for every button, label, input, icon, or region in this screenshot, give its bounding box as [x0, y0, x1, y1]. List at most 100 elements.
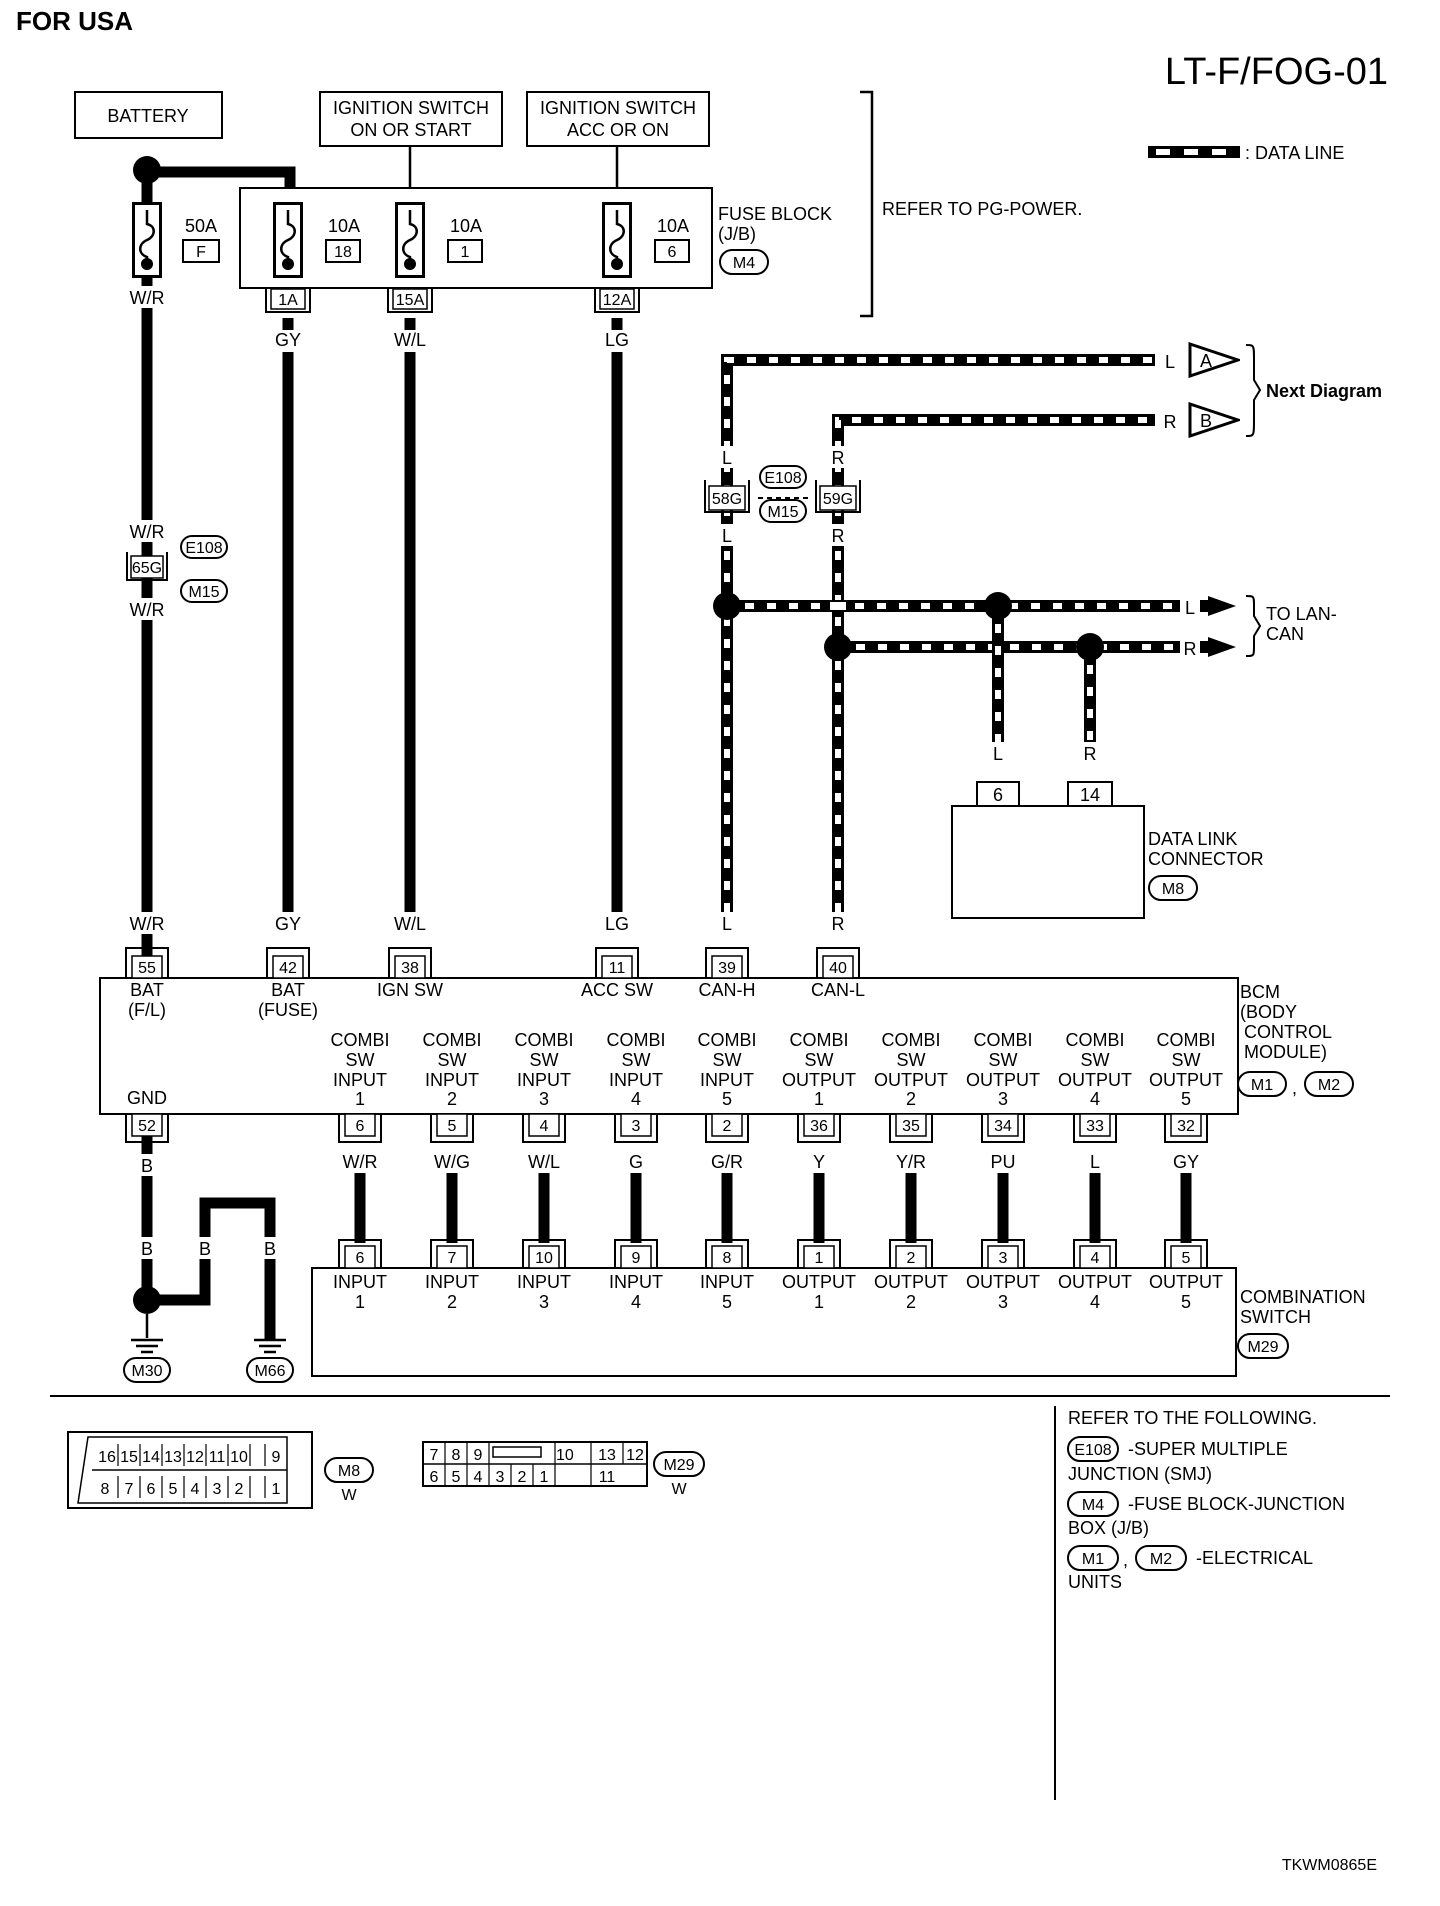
bcm-bat-fl-1: BAT: [130, 980, 164, 1000]
bcm-combi-9-b: SW: [1081, 1050, 1110, 1070]
wire-gy-2: GY: [275, 914, 301, 934]
m29-pin-4: 4: [474, 1469, 483, 1486]
fuse-1-amp: 10A: [450, 216, 482, 236]
can-data-lines: [721, 354, 1190, 930]
m8-pin-13: 13: [164, 1449, 182, 1466]
bcm-combi-5-b: SW: [713, 1050, 742, 1070]
cs-pin-6: 6: [356, 1250, 365, 1267]
fuse-18-amp: 10A: [328, 216, 360, 236]
wire-wl-1: W/L: [394, 330, 426, 350]
bcm-top-labels: BAT (F/L) BAT (FUSE) IGN SW ACC SW CAN-H…: [128, 980, 865, 1020]
bcm-combi-5-c: INPUT: [700, 1070, 754, 1090]
m8-bottom-pins: 8 7 6 5 4 3 2 1: [101, 1476, 281, 1498]
cs-label-5b: 5: [722, 1292, 732, 1312]
m8-pin-6: 6: [147, 1481, 156, 1498]
wire-wr-3: W/R: [130, 600, 165, 620]
bcm-bottom-pins: 52 6 5 4 3 2 36 35 34 33 32: [125, 1113, 1208, 1143]
cs-pin-4: 4: [1091, 1250, 1100, 1267]
wire-lg-1: LG: [605, 330, 629, 350]
cs-pin-5: 5: [1182, 1250, 1191, 1267]
ign-on-start-line2: ON OR START: [350, 120, 471, 140]
m29-pin-7: 7: [430, 1447, 439, 1464]
refer-title: REFER TO THE FOLLOWING.: [1068, 1408, 1317, 1428]
connector-m8-view: 16 15 14 13 12 11 10 9 8 7 6 5 4 3 2 1: [67, 1431, 374, 1509]
m29-pin-11: 11: [599, 1469, 616, 1486]
cs-label-1a: INPUT: [333, 1272, 387, 1292]
bcm-combi-pin-1: 6: [356, 1118, 365, 1135]
bcm-combi-6-d: 1: [814, 1089, 824, 1109]
bcm-label-3: CONTROL: [1244, 1022, 1332, 1042]
bcm-combi-pin-7: 35: [902, 1118, 920, 1135]
ground-m66: M66: [254, 1363, 285, 1380]
bcm-combi-pin-3: 4: [540, 1118, 549, 1135]
cs-pin-2: 2: [907, 1250, 916, 1267]
refer-e108-text1: -SUPER MULTIPLE: [1128, 1439, 1288, 1459]
bcm-bat-fl-2: (F/L): [128, 1000, 166, 1020]
cs-pin-8: 8: [723, 1250, 732, 1267]
bcm-combi-10-c: OUTPUT: [1149, 1070, 1223, 1090]
battery-label: BATTERY: [107, 106, 188, 126]
combi-wire-5: G/R: [711, 1152, 743, 1172]
cs-conn-m29: M29: [1247, 1339, 1278, 1356]
m29-pin-6: 6: [430, 1469, 439, 1486]
m29-pin-9: 9: [474, 1447, 483, 1464]
bcm-pin-38: 38: [401, 960, 419, 977]
m8-pin-11: 11: [209, 1449, 226, 1466]
wire-labels: W/R GY W/L LG W/R 65G E108 M15 W/R W/R G…: [126, 286, 1200, 1259]
wire-b-1: B: [141, 1156, 153, 1176]
next-diagram-refs: A B Next Diagram TO LAN- CAN: [1188, 342, 1382, 657]
refer-m4-text2: BOX (J/B): [1068, 1518, 1149, 1538]
m8-pin-14: 14: [142, 1449, 160, 1466]
bcm-combi-6-a: COMBI: [789, 1030, 848, 1050]
cs-label-2a: INPUT: [425, 1272, 479, 1292]
wire-l-next: L: [1165, 352, 1175, 372]
combi-wire-8: PU: [990, 1152, 1015, 1172]
bcm-combi-4-b: SW: [622, 1050, 651, 1070]
cs-label-8a: OUTPUT: [966, 1272, 1040, 1292]
fuse-block-conn: M4: [733, 255, 755, 272]
bcm-pin-40: 40: [829, 960, 847, 977]
wire-l-dlc: L: [993, 744, 1003, 764]
wire-l-lan: L: [1185, 598, 1195, 618]
refer-following-box: REFER TO THE FOLLOWING. E108 -SUPER MULT…: [1067, 1408, 1345, 1592]
fuse-terminals: 1A 15A 12A: [265, 288, 640, 313]
m29-view-color: W: [671, 1481, 687, 1498]
bcm-combi-2-c: INPUT: [425, 1070, 479, 1090]
wire-r-bcm: R: [832, 914, 845, 934]
wire-r-smj-top: R: [832, 448, 845, 468]
m8-pin-7: 7: [125, 1481, 134, 1498]
data-line-legend-text: : DATA LINE: [1245, 143, 1344, 163]
wire-b-3: B: [199, 1239, 211, 1259]
m8-view-name: M8: [338, 1463, 360, 1480]
ignition-on-start-box: [319, 91, 503, 147]
bcm-label-1: BCM: [1240, 982, 1280, 1002]
m29-pin-3: 3: [496, 1469, 505, 1486]
bcm-can-h: CAN-H: [699, 980, 756, 1000]
fuse-6-id: 6: [668, 244, 677, 261]
refer-m4-text1: -FUSE BLOCK-JUNCTION: [1128, 1494, 1345, 1514]
bcm-combi-3-a: COMBI: [514, 1030, 573, 1050]
bcm-combi-4-a: COMBI: [606, 1030, 665, 1050]
splice-dots: [133, 156, 1104, 1314]
cs-label-3a: INPUT: [517, 1272, 571, 1292]
dlc-pin-6: 6: [993, 785, 1003, 805]
wire-wl-2: W/L: [394, 914, 426, 934]
data-line-arrows: [1176, 354, 1236, 657]
wire-wr-4: W/R: [130, 914, 165, 934]
connector-m29-view: 7 8 9 10 13 12 6 5 4 3 2 1 11 M29 W: [422, 1441, 705, 1498]
can-l-terminal: 59G: [823, 491, 853, 508]
to-lan-line2: CAN: [1266, 624, 1304, 644]
bcm-combi-5-d: 5: [722, 1089, 732, 1109]
wire-l-smj-bottom: L: [722, 526, 732, 546]
dlc-conn-m8: M8: [1162, 881, 1184, 898]
combi-wire-3: W/L: [528, 1152, 560, 1172]
m8-view-color: W: [341, 1487, 357, 1504]
combi-wire-7: Y/R: [896, 1152, 926, 1172]
bcm-conn-m2: M2: [1318, 1077, 1340, 1094]
fuse-1-id: 1: [461, 244, 470, 261]
cs-label-9b: 4: [1090, 1292, 1100, 1312]
bcm-combi-10-d: 5: [1181, 1089, 1191, 1109]
ign-acc-on-line2: ACC OR ON: [567, 120, 669, 140]
wire-r-next: R: [1164, 412, 1177, 432]
